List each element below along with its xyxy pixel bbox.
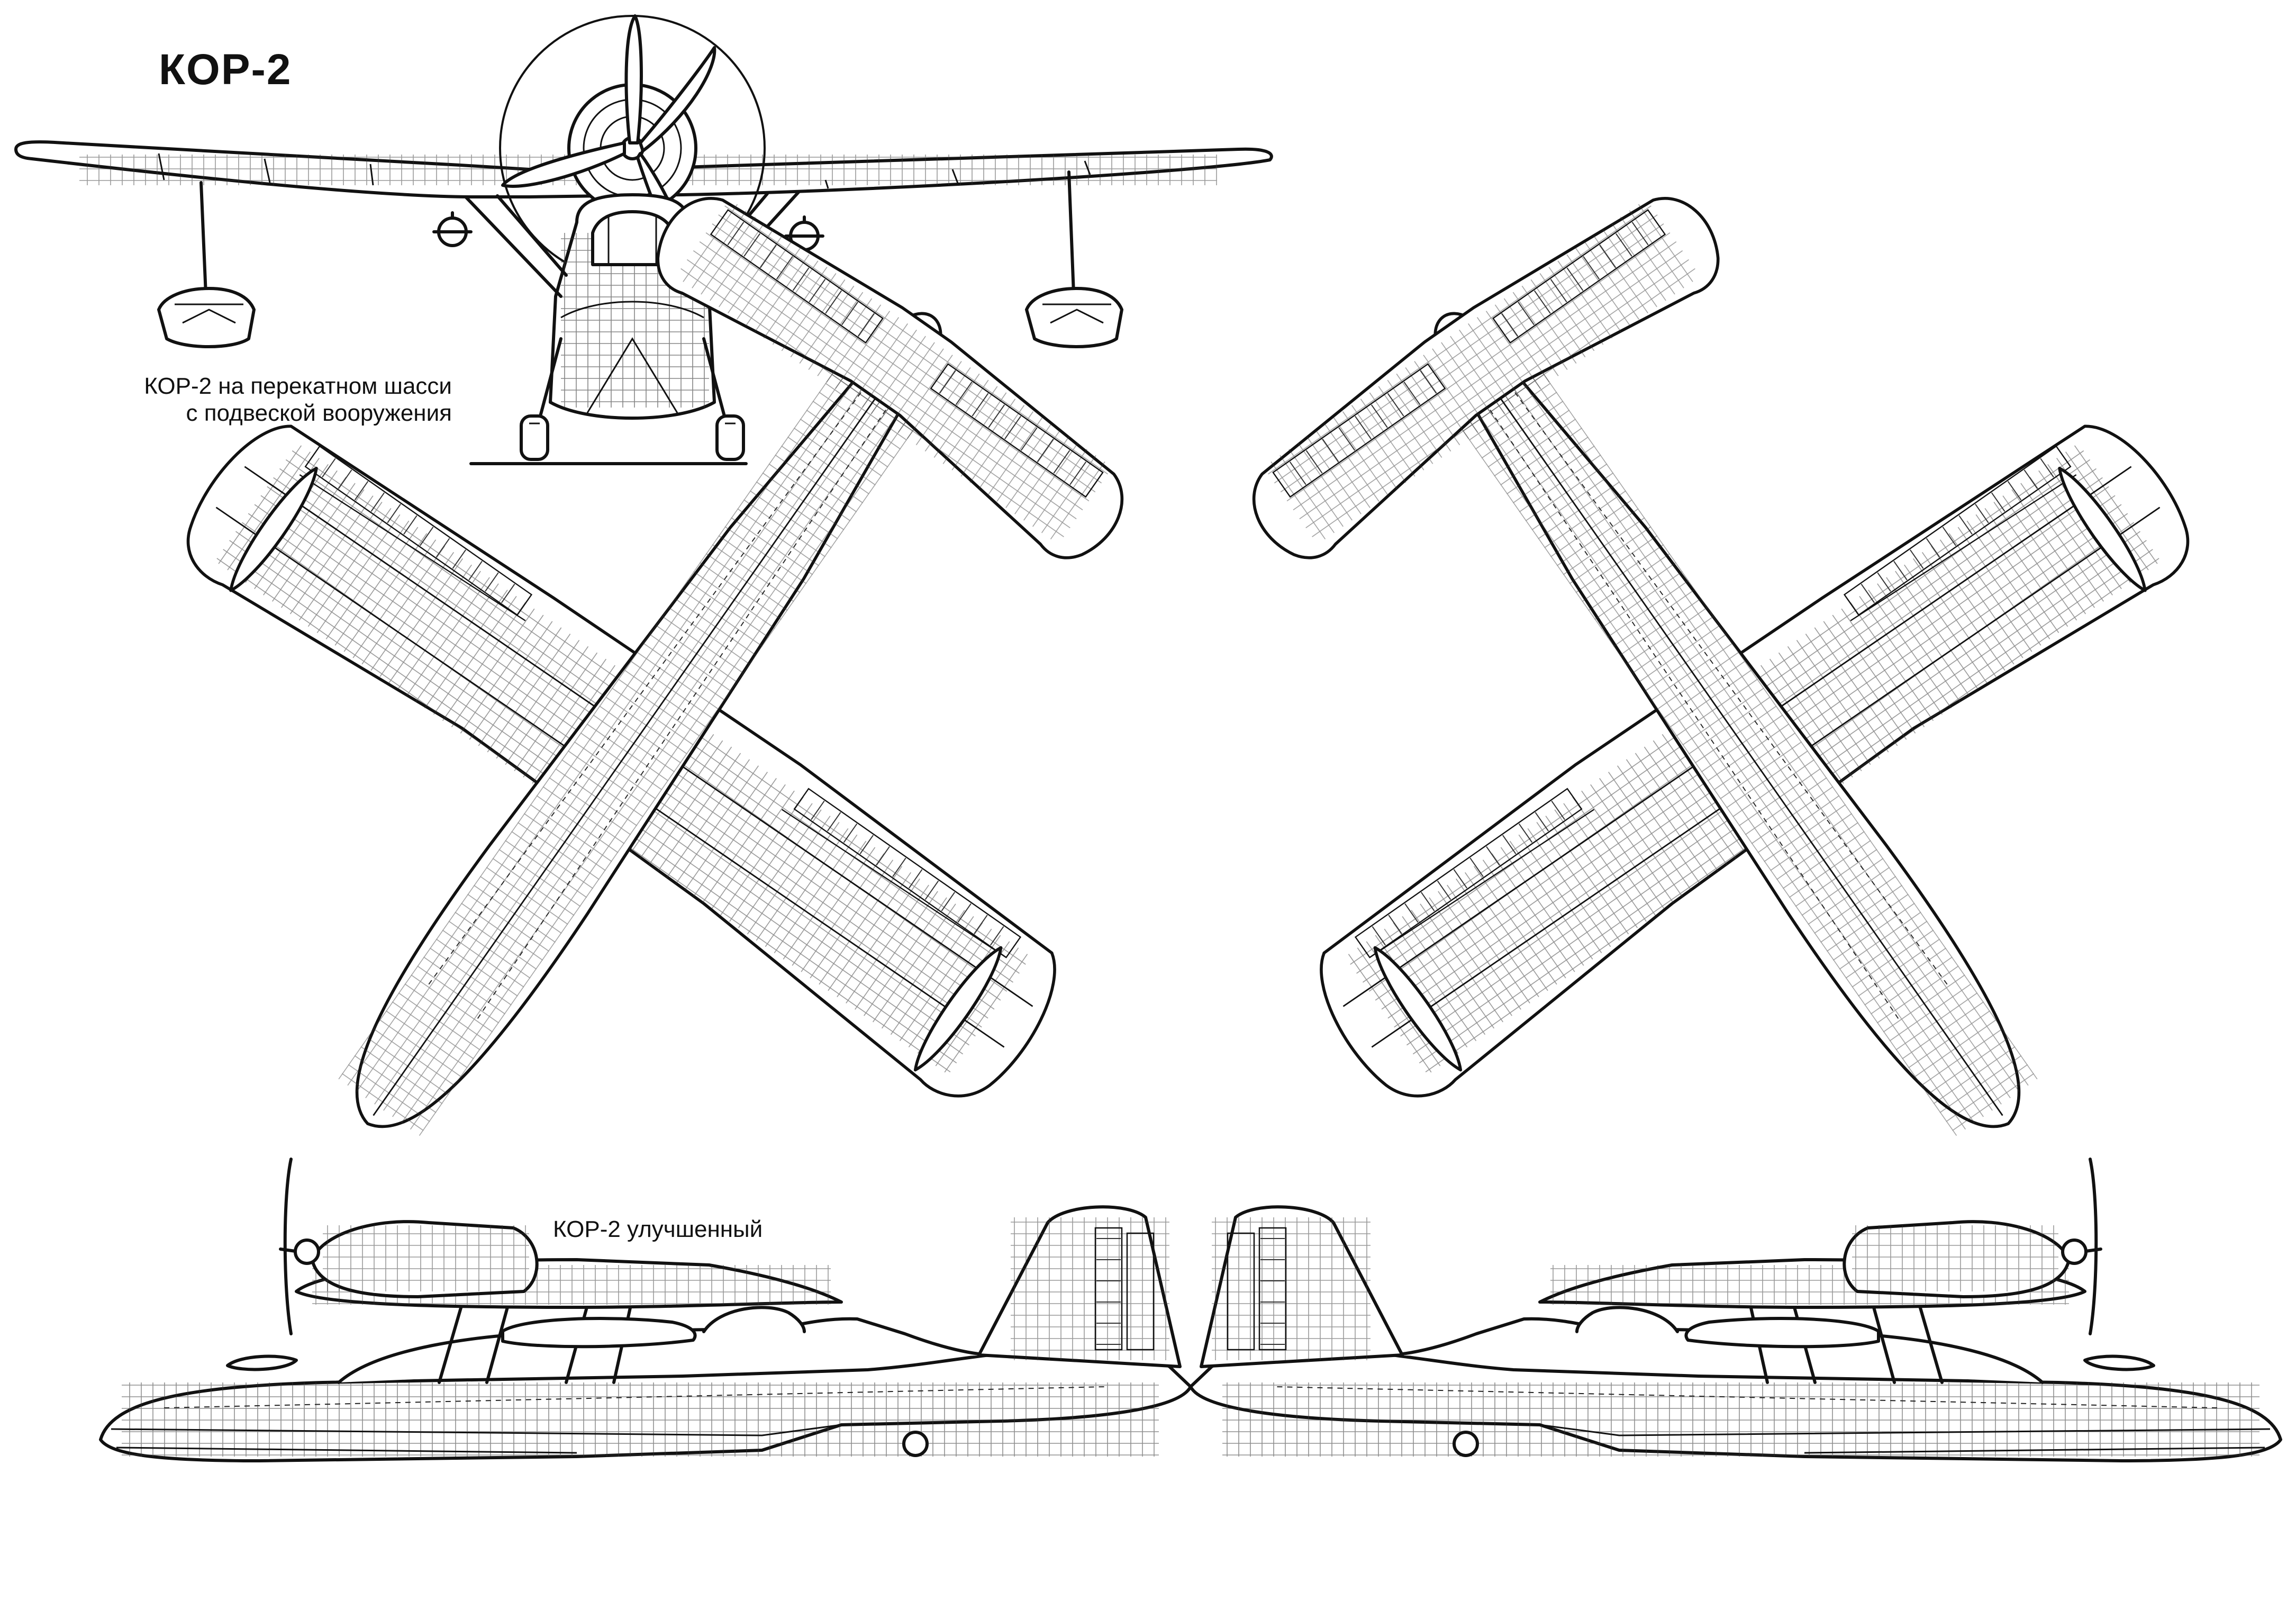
- bottom-view-drawing: [1038, 33, 2296, 1407]
- right-side-view-drawing: [1191, 1159, 2281, 1461]
- drawing-title: КОР-2: [159, 46, 292, 94]
- left-side-view-drawing: [101, 1159, 1191, 1461]
- front-view-caption-line2: с подвеской вооружения: [186, 400, 452, 426]
- front-view-caption: КОР-2 на перекатном шасси с подвеской во…: [144, 373, 452, 427]
- front-view-drawing: [14, 14, 1273, 465]
- front-view-caption-line1: КОР-2 на перекатном шасси: [144, 373, 452, 399]
- improved-version-caption: КОР-2 улучшенный: [553, 1216, 763, 1242]
- top-view-drawing: [0, 33, 1338, 1407]
